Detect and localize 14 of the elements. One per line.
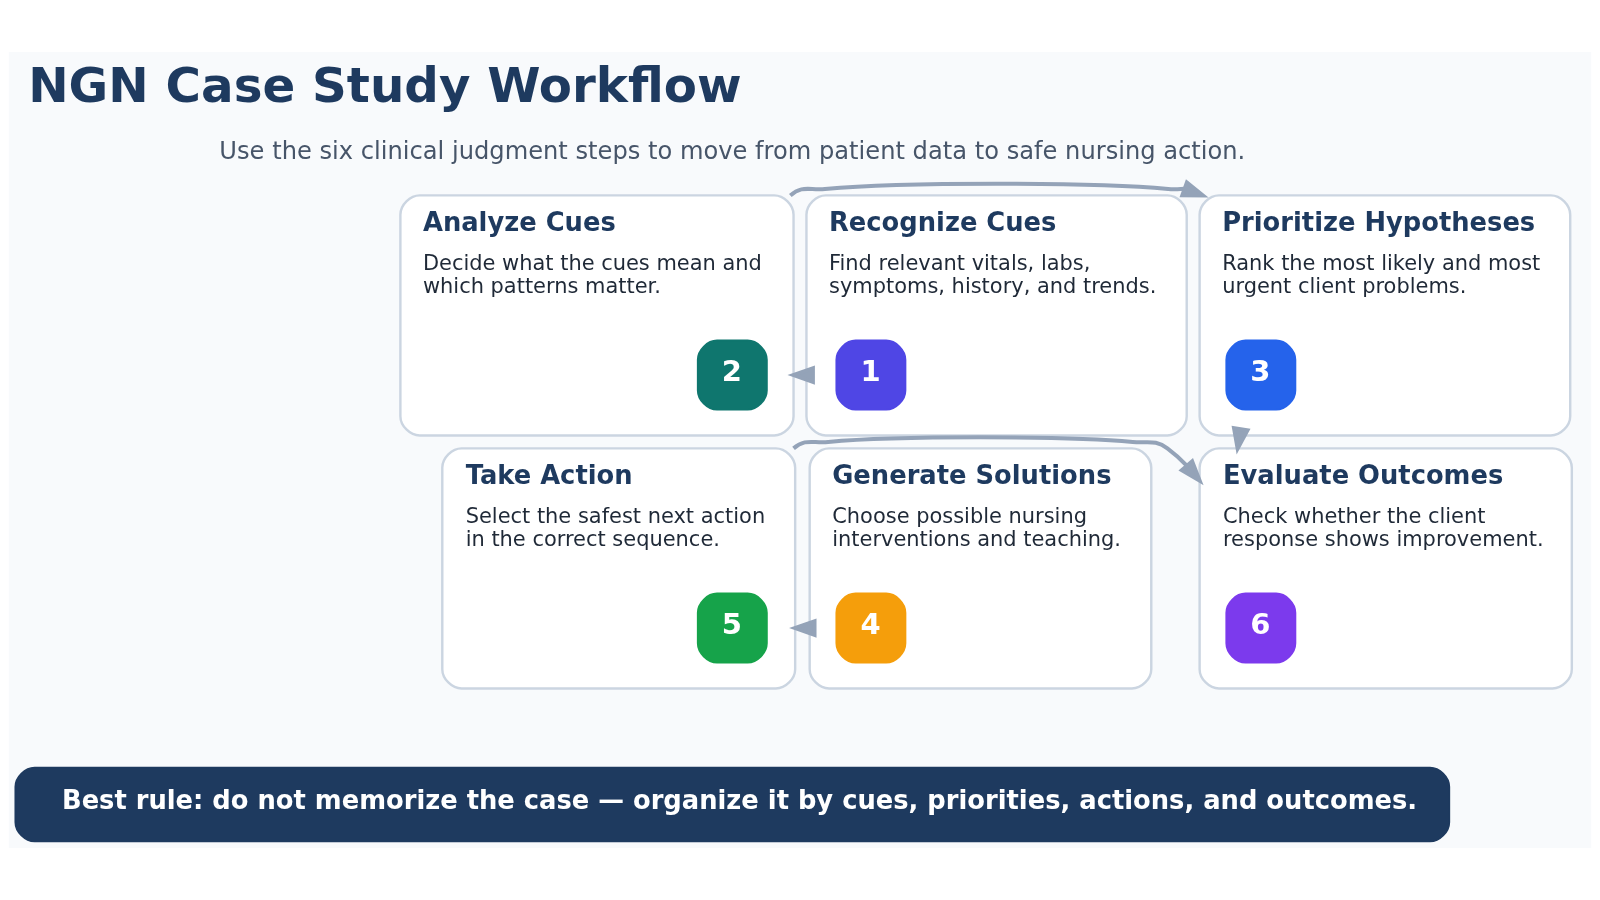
node-box: Best rule: do not memorize the case — organize it by cues, priorities, actions, and outcomes. — [14, 766, 1451, 843]
node-box: 2 — [696, 339, 768, 411]
node-box: 1 — [835, 339, 907, 411]
arrow — [787, 365, 815, 385]
diagram-title: NGN Case Study Workflow — [28, 56, 742, 113]
node-box: 5 — [696, 592, 768, 664]
arrow — [1231, 425, 1251, 455]
label: Use the six clinical judgment steps to move from patient data to safe nursing action. — [219, 137, 1246, 166]
node-box: 3 — [1225, 339, 1297, 411]
node-box: 6 — [1225, 592, 1297, 664]
node-box: 4 — [835, 592, 907, 664]
arrow — [789, 179, 1209, 198]
arrow — [789, 618, 817, 638]
arrow — [792, 435, 1204, 486]
